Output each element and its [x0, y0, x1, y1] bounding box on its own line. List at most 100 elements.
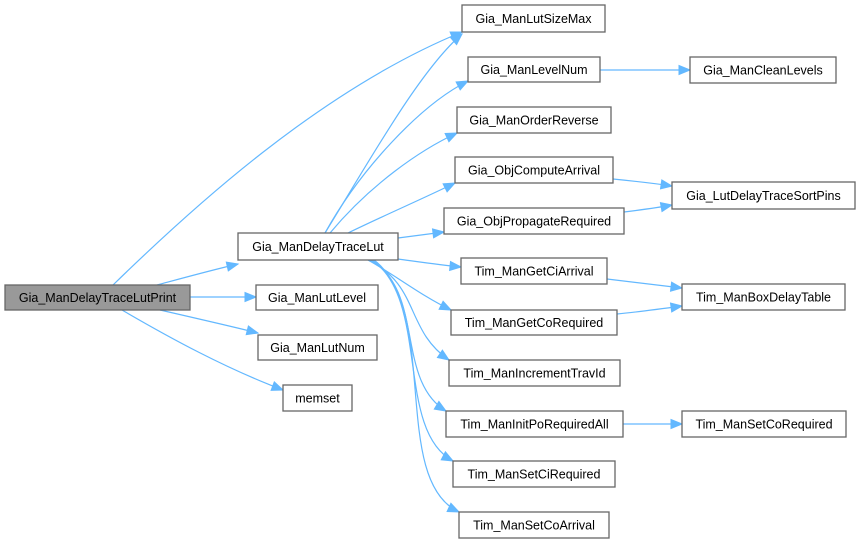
node-box[interactable] — [237, 232, 399, 261]
node-label: memset — [295, 392, 340, 406]
edge-line — [156, 263, 239, 286]
nodes-layer: Gia_ManDelayTraceLutPrint Gia_ManDelayTra… — [4, 4, 856, 539]
node-box[interactable] — [448, 359, 621, 387]
arrowhead-icon — [245, 325, 260, 336]
node-box[interactable] — [458, 511, 610, 539]
node-setCoArrival[interactable]: Tim_ManSetCoArrival — [458, 511, 610, 539]
node-box[interactable] — [456, 106, 612, 134]
edge-root-to-lutLevel — [190, 291, 258, 303]
arrowhead-icon — [669, 302, 684, 313]
edge-traceLut-to-incTravId — [367, 259, 451, 361]
node-label: Gia_ObjPropagateRequired — [457, 215, 611, 229]
node-lutLevel[interactable]: Gia_ManLutLevel — [255, 284, 379, 311]
node-box[interactable] — [255, 284, 379, 311]
node-label: Gia_ManLutNum — [270, 341, 365, 355]
node-box[interactable] — [460, 257, 608, 285]
node-box[interactable] — [461, 4, 606, 33]
arrowhead-icon — [659, 179, 674, 190]
node-propagateRequired[interactable]: Gia_ObjPropagateRequired — [443, 207, 625, 235]
arrowhead-icon — [670, 418, 684, 430]
node-box[interactable] — [467, 56, 601, 83]
edge-line — [112, 31, 463, 286]
edge-traceLut-to-propagateRequired — [397, 228, 446, 239]
node-memset[interactable]: memset — [282, 384, 353, 412]
node-cleanLevels[interactable]: Gia_ManCleanLevels — [689, 56, 837, 84]
edge-root-to-traceLut — [156, 261, 240, 286]
edge-traceLut-to-levelNum — [324, 80, 470, 234]
node-label: Tim_ManIncrementTravId — [463, 367, 605, 381]
node-label: Gia_ManDelayTraceLutPrint — [19, 291, 177, 305]
arrowhead-icon — [225, 261, 240, 272]
node-box[interactable] — [282, 384, 353, 412]
node-label: Tim_ManSetCoArrival — [473, 519, 595, 533]
node-box[interactable] — [4, 284, 191, 311]
node-label: Tim_ManSetCiRequired — [468, 468, 601, 482]
node-label: Tim_ManInitPoRequiredAll — [460, 418, 608, 432]
node-label: Gia_ManLutSizeMax — [475, 12, 592, 26]
edge-computeArrival-to-sortPins — [612, 178, 674, 190]
node-computeArrival[interactable]: Gia_ObjComputeArrival — [454, 156, 614, 184]
edge-root-to-memset — [121, 309, 285, 391]
edge-traceLut-to-computeArrival — [347, 182, 457, 234]
node-box[interactable] — [452, 460, 616, 488]
arrowhead-icon — [431, 228, 446, 239]
node-label: Gia_ManDelayTraceLut — [252, 240, 384, 254]
arrowhead-icon — [449, 260, 463, 272]
node-box[interactable] — [257, 334, 378, 361]
node-label: Gia_ManLevelNum — [481, 63, 588, 77]
arrowhead-icon — [244, 291, 258, 303]
node-box[interactable] — [450, 309, 618, 336]
node-box[interactable] — [671, 181, 856, 210]
node-sortPins[interactable]: Gia_LutDelayTraceSortPins — [671, 181, 856, 210]
node-setCiRequired[interactable]: Tim_ManSetCiRequired — [452, 460, 616, 488]
arrowhead-icon — [442, 182, 457, 193]
arrowhead-icon — [440, 450, 455, 462]
node-traceLut[interactable]: Gia_ManDelayTraceLut — [237, 232, 399, 261]
node-getCiArrival[interactable]: Tim_ManGetCiArrival — [460, 257, 608, 285]
edge-line — [121, 309, 284, 391]
node-box[interactable] — [454, 156, 614, 184]
edge-line — [373, 259, 460, 513]
node-box[interactable] — [689, 56, 837, 84]
edge-line — [159, 309, 259, 334]
arrowhead-icon — [444, 132, 459, 143]
node-getCoRequired[interactable]: Tim_ManGetCoRequired — [450, 309, 618, 336]
edge-traceLut-to-setCoArrival — [373, 259, 461, 513]
node-box[interactable] — [445, 410, 624, 438]
edge-traceLut-to-getCiArrival — [397, 258, 463, 272]
node-orderReverse[interactable]: Gia_ManOrderReverse — [456, 106, 612, 134]
node-label: Tim_ManSetCoRequired — [695, 418, 832, 432]
arrowhead-icon — [455, 80, 470, 91]
node-setCoRequired[interactable]: Tim_ManSetCoRequired — [681, 410, 847, 438]
edge-initPoReq-to-setCoRequired — [623, 418, 684, 430]
node-lutSizeMax[interactable]: Gia_ManLutSizeMax — [461, 4, 606, 33]
node-box[interactable] — [443, 207, 625, 235]
node-boxDelayTable[interactable]: Tim_ManBoxDelayTable — [681, 283, 846, 311]
edge-line — [329, 132, 458, 234]
arrowhead-icon — [449, 33, 463, 46]
node-label: Tim_ManGetCiArrival — [474, 265, 593, 279]
edge-getCoRequired-to-boxDelayTable — [616, 302, 684, 315]
arrowhead-icon — [438, 300, 453, 311]
edge-getCiArrival-to-boxDelayTable — [606, 278, 684, 292]
arrowhead-icon — [433, 400, 448, 412]
edge-line — [324, 80, 469, 234]
node-levelNum[interactable]: Gia_ManLevelNum — [467, 56, 601, 83]
edge-propagateRequired-to-sortPins — [623, 201, 674, 213]
node-box[interactable] — [681, 283, 846, 311]
node-label: Gia_ObjComputeArrival — [468, 164, 600, 178]
node-root[interactable]: Gia_ManDelayTraceLutPrint — [4, 284, 191, 311]
node-label: Gia_ManLutLevel — [268, 291, 366, 305]
node-initPoReq[interactable]: Tim_ManInitPoRequiredAll — [445, 410, 624, 438]
edge-line — [367, 259, 450, 361]
node-label: Tim_ManGetCoRequired — [465, 316, 604, 330]
node-label: Gia_ManOrderReverse — [469, 114, 598, 128]
arrowhead-icon — [669, 281, 684, 292]
arrowhead-icon — [678, 64, 692, 76]
node-incTravId[interactable]: Tim_ManIncrementTravId — [448, 359, 621, 387]
node-box[interactable] — [681, 410, 847, 438]
node-lutNum[interactable]: Gia_ManLutNum — [257, 334, 378, 361]
edge-line — [347, 182, 456, 234]
arrowhead-icon — [659, 201, 674, 213]
